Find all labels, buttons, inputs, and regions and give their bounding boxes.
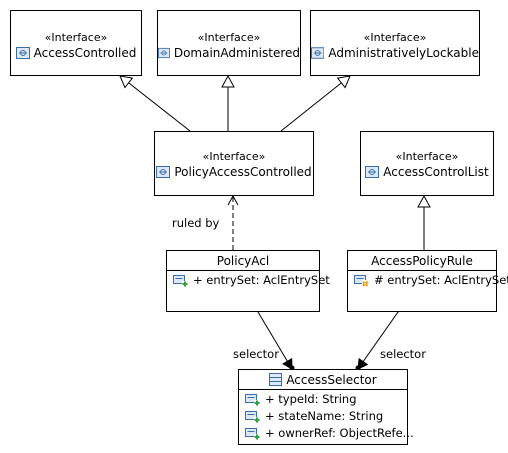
public-attribute-icon <box>245 394 260 406</box>
protected-attribute-icon <box>354 275 369 287</box>
stereotype-label: «Interface» <box>395 150 459 163</box>
class-access-policy-rule[interactable]: AccessPolicyRule # entrySet: AclEntrySet <box>347 250 508 312</box>
generalization-edge-access-controlled <box>119 75 191 132</box>
stereotype-label: «Interface» <box>363 31 427 44</box>
generalization-edge-administratively-lockable <box>280 75 351 132</box>
attribute-row: + entrySet: AclEntrySet <box>173 273 330 288</box>
stereotype-label: «Interface» <box>202 150 266 163</box>
class-name: PolicyAcl <box>216 254 270 268</box>
interface-icon <box>311 47 325 59</box>
composition-edge-policy-acl-selector <box>258 312 292 369</box>
selector-label-right: selector <box>380 347 426 361</box>
attribute-text: + entrySet: AclEntrySet <box>193 273 330 287</box>
interface-icon <box>158 47 170 59</box>
interface-name: AdministrativelyLockable <box>328 46 479 60</box>
public-attribute-icon <box>173 275 188 287</box>
attribute-row: + typeId: String <box>245 392 357 407</box>
interface-name: PolicyAccessControlled <box>174 165 312 179</box>
compartment-divider <box>239 389 407 390</box>
attribute-text: # entrySet: AclEntrySet <box>374 273 508 287</box>
interface-icon <box>156 166 171 178</box>
compartment-divider <box>167 270 319 271</box>
composition-edge-access-policy-rule-selector <box>358 312 398 369</box>
selector-label-left: selector <box>233 347 279 361</box>
attribute-row: # entrySet: AclEntrySet <box>354 273 508 288</box>
interface-administratively-lockable[interactable]: «Interface» AdministrativelyLockable <box>310 10 480 76</box>
compartment-divider <box>348 270 496 271</box>
public-attribute-icon <box>245 428 260 440</box>
interface-icon <box>365 166 380 178</box>
interface-policy-access-controlled[interactable]: «Interface» PolicyAccessControlled <box>154 131 314 196</box>
class-name: AccessPolicyRule <box>371 254 473 268</box>
ruled-by-label: ruled by <box>172 216 220 230</box>
class-name: AccessSelector <box>286 372 377 387</box>
class-icon <box>269 373 283 386</box>
stereotype-label: «Interface» <box>44 31 108 44</box>
attribute-text: + stateName: String <box>265 409 384 423</box>
interface-name: DomainAdministered <box>173 46 300 60</box>
attribute-row: + stateName: String <box>245 409 383 424</box>
attribute-text: + typeId: String <box>265 392 357 406</box>
interface-access-control-list[interactable]: «Interface» AccessControlList <box>360 131 494 196</box>
interface-icon <box>15 47 30 59</box>
interface-name: AccessControlled <box>33 46 137 60</box>
stereotype-label: «Interface» <box>197 31 261 44</box>
attribute-text: + ownerRef: ObjectRefe... <box>265 426 414 440</box>
attribute-row: + ownerRef: ObjectRefe... <box>245 426 414 441</box>
class-access-selector[interactable]: AccessSelector + typeId: String + stateN… <box>238 369 414 445</box>
public-attribute-icon <box>245 411 260 423</box>
interface-domain-administered[interactable]: «Interface» DomainAdministered <box>157 10 301 76</box>
class-policy-acl[interactable]: PolicyAcl + entrySet: AclEntrySet <box>166 250 330 312</box>
interface-name: AccessControlList <box>383 165 489 179</box>
interface-access-controlled[interactable]: «Interface» AccessControlled <box>10 10 142 76</box>
